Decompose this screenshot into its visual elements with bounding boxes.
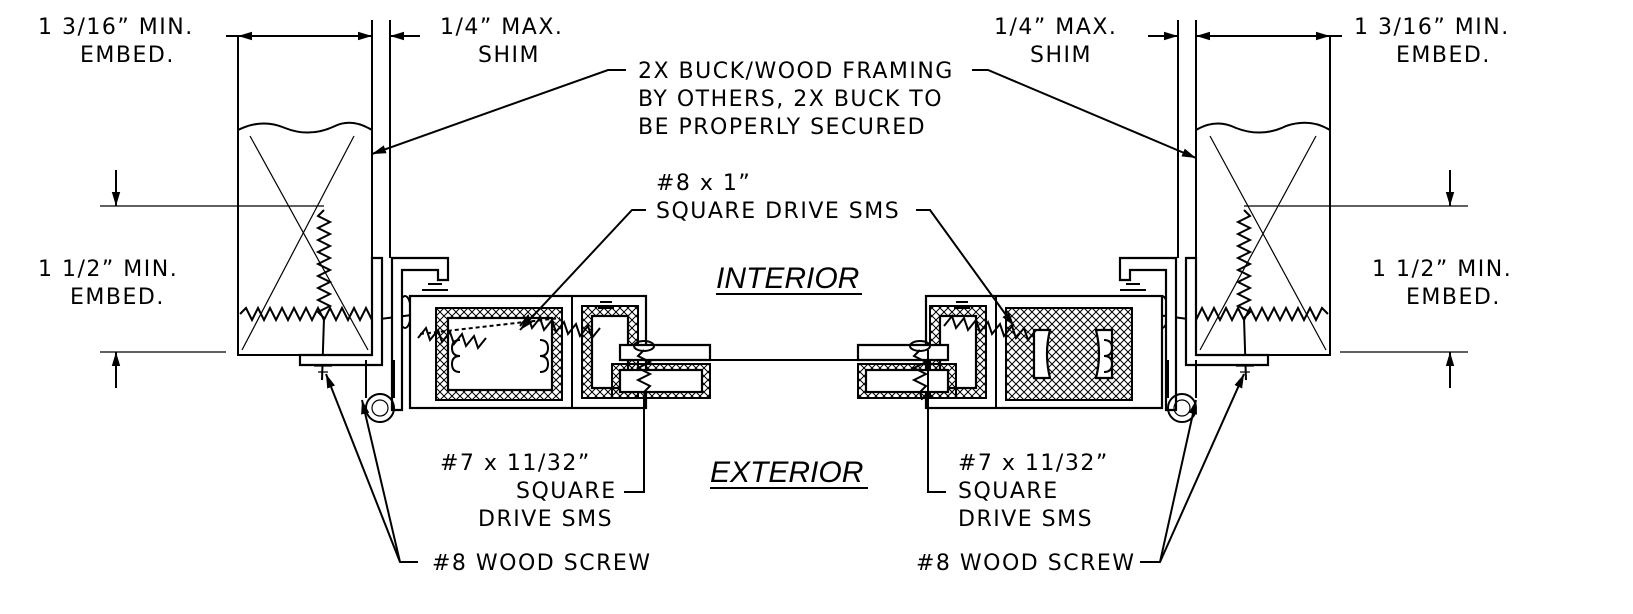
- leader-lines: [325, 69, 1245, 563]
- right-embed-side-line1: 1 1/2” MIN.: [1372, 257, 1512, 282]
- exterior-label: EXTERIOR: [710, 456, 863, 489]
- left-sms7-line2: SQUARE: [516, 479, 617, 504]
- right-wood-screw-label: #8 WOOD SCREW: [916, 551, 1136, 576]
- right-embed-top-line2: EMBED.: [1396, 43, 1491, 68]
- right-sms7-line2: SQUARE: [958, 479, 1059, 504]
- right-sms7-line3: DRIVE SMS: [958, 507, 1093, 532]
- buck-note-line1: 2X BUCK/WOOD FRAMING: [638, 59, 954, 84]
- buck-note-line2: BY OTHERS, 2X BUCK TO: [638, 87, 943, 112]
- right-embed-top-line1: 1 3/16” MIN.: [1354, 15, 1510, 40]
- left-embed-top-line2: EMBED.: [80, 43, 175, 68]
- left-frame-assembly: [298, 256, 712, 423]
- left-embed-side-line1: 1 1/2” MIN.: [38, 257, 178, 282]
- left-sms7-line1: #7 x 11/32”: [440, 451, 591, 476]
- buck-note-line3: BE PROPERLY SECURED: [638, 115, 926, 140]
- left-sms7-line3: DRIVE SMS: [478, 507, 613, 532]
- left-embed-side-line2: EMBED.: [70, 285, 165, 310]
- right-embed-side-line2: EMBED.: [1406, 285, 1501, 310]
- right-sms7-line1: #7 x 11/32”: [958, 451, 1109, 476]
- interior-label: INTERIOR: [716, 262, 859, 295]
- right-frame-assembly: [856, 256, 1270, 423]
- left-wood-screw-label: #8 WOOD SCREW: [432, 551, 652, 576]
- right-shim-line1: 1/4” MAX.: [994, 15, 1117, 40]
- left-shim-line1: 1/4” MAX.: [440, 15, 563, 40]
- right-shim-line2: SHIM: [1030, 43, 1092, 68]
- left-shim-line2: SHIM: [478, 43, 540, 68]
- right-wood-buck: [1177, 20, 1331, 356]
- left-embed-top-line1: 1 3/16” MIN.: [38, 15, 194, 40]
- sms-note-line2: SQUARE DRIVE SMS: [656, 199, 900, 224]
- annotations: 1 3/16” MIN. EMBED. 1/4” MAX. SHIM 1/4” …: [38, 15, 1512, 576]
- left-wood-buck: [237, 20, 391, 356]
- dimension-lines: [100, 31, 1468, 388]
- sms-note-line1: #8 x 1”: [656, 171, 751, 196]
